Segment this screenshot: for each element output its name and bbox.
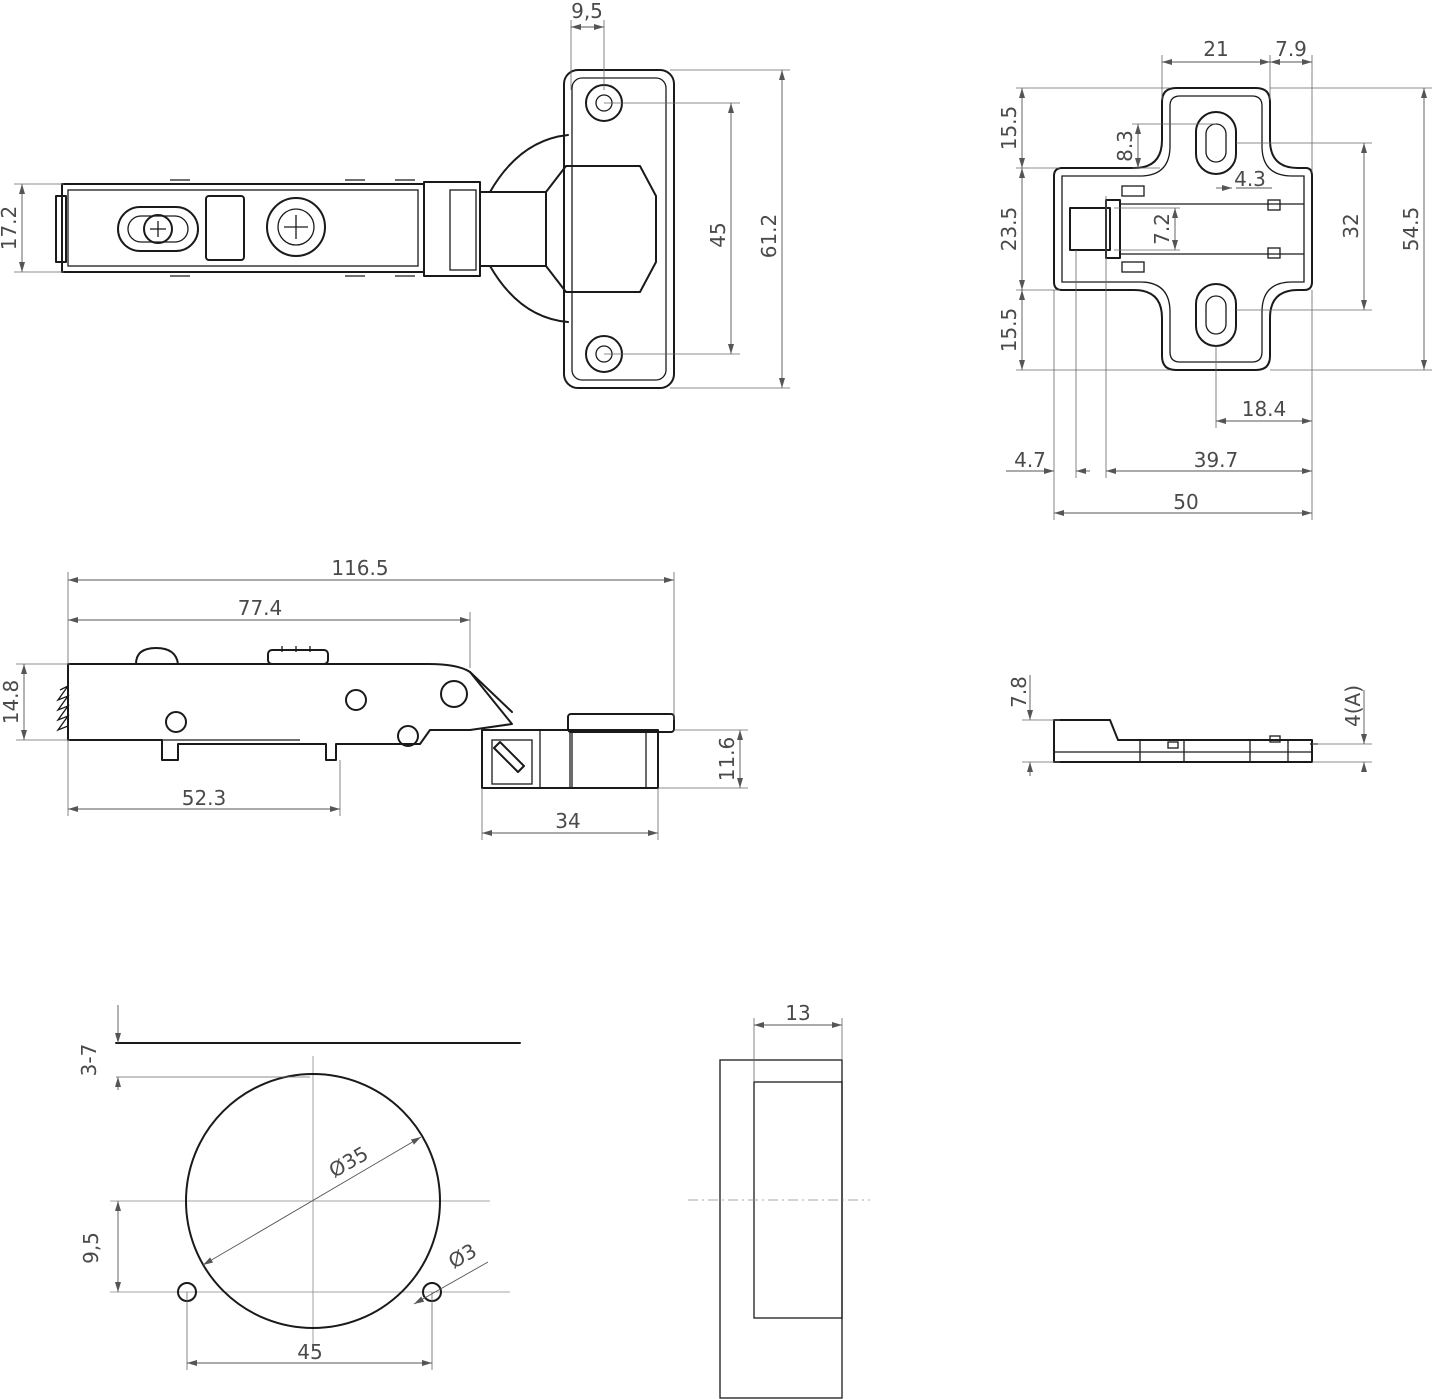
mounting-plate-top-view: 21 7.9 15.5 23.5 15.5 8.3 <box>997 37 1432 520</box>
hinge-side-view: 116.5 77.4 14.8 11.6 52.3 <box>0 556 748 840</box>
dim-3-label: Ø3 <box>444 1238 481 1273</box>
dim-77-4: 77.4 <box>68 596 471 668</box>
dim-45-holes: 45 <box>604 102 740 355</box>
dim-7-9-label: 7.9 <box>1275 37 1307 61</box>
dim-45-drill: 45 <box>186 1292 433 1370</box>
dim-21: 21 <box>1161 37 1313 172</box>
door-cross-section: 13 <box>688 1001 870 1399</box>
dim-18-4-label: 18.4 <box>1242 397 1287 421</box>
dim-11-6: 11.6 <box>658 729 748 789</box>
dim-39-7: 39.7 <box>1105 196 1312 478</box>
dim-50-label: 50 <box>1173 490 1198 514</box>
hinge-linkage <box>423 181 547 277</box>
dim-45-drill-label: 45 <box>297 1340 322 1364</box>
cup-side <box>481 713 675 789</box>
hinge-top-view: 9,5 17.2 45 61.2 <box>0 0 790 389</box>
dim-32: 32 <box>1236 142 1372 311</box>
plate-outline <box>1053 87 1313 371</box>
arm-body <box>55 179 425 277</box>
mounting-wing <box>545 69 675 389</box>
dim-116-5-label: 116.5 <box>331 556 388 580</box>
dim-14-8: 14.8 <box>0 663 70 741</box>
arm-window <box>205 195 245 261</box>
dim-17-2-label: 17.2 <box>0 206 21 251</box>
cup-hole-35 <box>185 1073 441 1329</box>
dim-17-2: 17.2 <box>0 183 64 273</box>
dim-4-7-label: 4.7 <box>1014 448 1046 472</box>
dim-54-5-label: 54.5 <box>1399 207 1423 252</box>
dim-11-6-label: 11.6 <box>715 737 739 782</box>
dim-3-7-label: 3-7 <box>77 1044 101 1077</box>
dim-52-3-label: 52.3 <box>182 786 227 810</box>
dim-7-8-label: 7.8 <box>1007 676 1031 708</box>
dim-13-label: 13 <box>785 1001 810 1025</box>
plate-slot-top <box>1195 111 1237 175</box>
dim-21-label: 21 <box>1203 37 1228 61</box>
dim-8-3-label: 8.3 <box>1113 130 1137 162</box>
dim-15-5-top-label: 15.5 <box>997 106 1021 151</box>
dim-3-diameter: Ø3 <box>413 1238 489 1305</box>
dim-7-2-label: 7.2 <box>1150 213 1174 245</box>
dim-9-5-top-label: 9,5 <box>571 0 603 23</box>
dim-7-2: 7.2 <box>1114 207 1180 251</box>
dim-3-7: 3-7 <box>77 1005 310 1090</box>
dim-77-4-label: 77.4 <box>238 596 283 620</box>
dim-14-8-label: 14.8 <box>0 680 23 725</box>
dim-9-5-drill-label: 9,5 <box>79 1232 103 1264</box>
cup-outline <box>489 134 569 323</box>
dim-13: 13 <box>753 1001 843 1082</box>
drilling-pattern-view: 3-7 Ø35 9,5 Ø3 45 <box>77 1005 521 1370</box>
dim-8-3: 8.3 <box>1113 123 1216 169</box>
dim-15-5-bottom-label: 15.5 <box>997 308 1021 353</box>
dim-116-5: 116.5 <box>67 556 675 720</box>
dim-15-5-bottom: 15.5 <box>997 290 1170 371</box>
dim-54-5: 54.5 <box>1270 87 1432 371</box>
plate-slot-bottom <box>1195 283 1237 347</box>
dim-4A-label: 4(A) <box>1341 685 1365 727</box>
dim-18-4: 18.4 <box>1215 290 1313 520</box>
dim-34-label: 34 <box>555 809 580 833</box>
dim-7-9: 7.9 <box>1270 37 1312 65</box>
dim-23-5-label: 23.5 <box>997 207 1021 252</box>
dim-45-label: 45 <box>706 222 730 247</box>
dim-4-3-label: 4.3 <box>1234 167 1266 191</box>
arm-side-outline <box>67 663 513 761</box>
adjustment-slot <box>117 206 199 252</box>
dim-39-7-label: 39.7 <box>1194 448 1239 472</box>
dim-9-5-drill: 9,5 <box>79 1201 121 1292</box>
dim-4A: 4(A) <box>1312 685 1372 772</box>
dim-50: 50 <box>1054 490 1312 516</box>
dim-23-5: 23.5 <box>997 168 1060 291</box>
depth-screw <box>266 197 326 257</box>
dim-7-8: 7.8 <box>1007 675 1060 776</box>
dim-32-label: 32 <box>1339 213 1363 238</box>
dim-15-5-top: 15.5 <box>997 87 1170 169</box>
dim-9-5-top: 9,5 <box>570 0 605 90</box>
dim-61-2-label: 61.2 <box>757 214 781 259</box>
dim-4-3: 4.3 <box>1216 167 1272 191</box>
dim-52-3: 52.3 <box>67 740 341 816</box>
dim-61-2: 61.2 <box>670 69 790 389</box>
mounting-plate-side-view: 7.8 4(A) <box>1007 675 1372 776</box>
dim-35-label: Ø35 <box>325 1141 373 1182</box>
dim-4-7: 4.7 <box>1006 250 1090 520</box>
dim-34: 34 <box>481 788 659 840</box>
